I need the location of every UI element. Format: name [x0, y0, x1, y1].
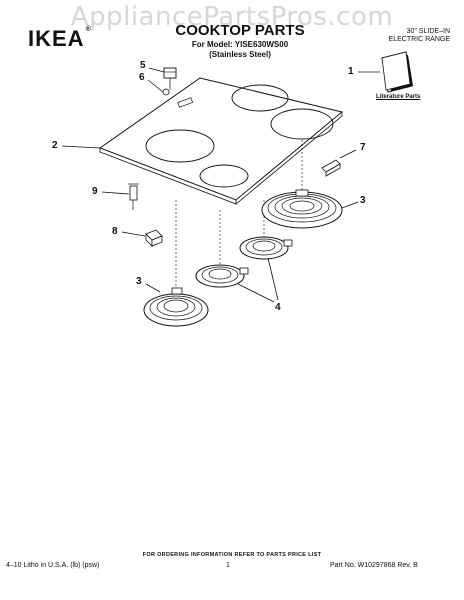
- litho-note: 4–10 Litho in U.S.A. (lb) (psw): [6, 562, 100, 569]
- large-element-right-icon: [261, 189, 343, 229]
- large-element-left-icon: [143, 287, 209, 327]
- element-switch-icon: [162, 67, 177, 96]
- terminal-icon: [128, 183, 139, 210]
- callout-1: 1: [348, 66, 354, 77]
- clip-icon: [145, 229, 163, 247]
- ordering-note: FOR ORDERING INFORMATION REFER TO PARTS …: [142, 552, 322, 558]
- leader-4b: [267, 257, 279, 301]
- small-element-left-icon: [195, 264, 249, 288]
- leader-3-left: [145, 283, 161, 293]
- leader-4a: [237, 283, 275, 303]
- range-type: ELECTRIC RANGE: [388, 36, 450, 43]
- ikea-logo: IKEA®: [28, 26, 92, 52]
- callout-7: 7: [360, 142, 366, 153]
- cooktop-glass-icon: [98, 77, 344, 205]
- literature-booklet-icon: [381, 51, 413, 93]
- bracket-icon: [321, 159, 341, 177]
- assembly-guides: [175, 140, 303, 288]
- leader-3-right: [341, 201, 359, 209]
- callout-3-right: 3: [360, 195, 366, 206]
- page-number: 1: [226, 562, 230, 569]
- registered-mark: ®: [85, 26, 92, 33]
- leader-6: [147, 79, 164, 93]
- callout-5: 5: [140, 60, 146, 71]
- leader-2: [61, 145, 101, 149]
- small-element-right-icon: [239, 236, 293, 260]
- leader-8: [121, 231, 146, 237]
- callout-4: 4: [275, 302, 281, 313]
- leader-5: [148, 67, 165, 73]
- model-line: For Model: YISE630WS00: [191, 40, 289, 49]
- leader-7: [339, 149, 357, 159]
- callout-9: 9: [92, 186, 98, 197]
- callout-6: 6: [139, 72, 145, 83]
- page-title: COOKTOP PARTS: [175, 22, 305, 39]
- callout-2: 2: [52, 140, 58, 151]
- callout-3-left: 3: [136, 276, 142, 287]
- logo-text: IKEA: [28, 26, 85, 51]
- finish-line: (Stainless Steel): [209, 50, 271, 59]
- range-size: 30" SLIDE–IN: [406, 28, 450, 35]
- leader-9: [101, 191, 130, 195]
- literature-parts-label: Literature Parts: [376, 94, 421, 100]
- part-number: Part No. W10297868 Rev. B: [330, 562, 418, 569]
- callout-8: 8: [112, 226, 118, 237]
- watermark: AppliancePartsPros.com: [70, 2, 394, 32]
